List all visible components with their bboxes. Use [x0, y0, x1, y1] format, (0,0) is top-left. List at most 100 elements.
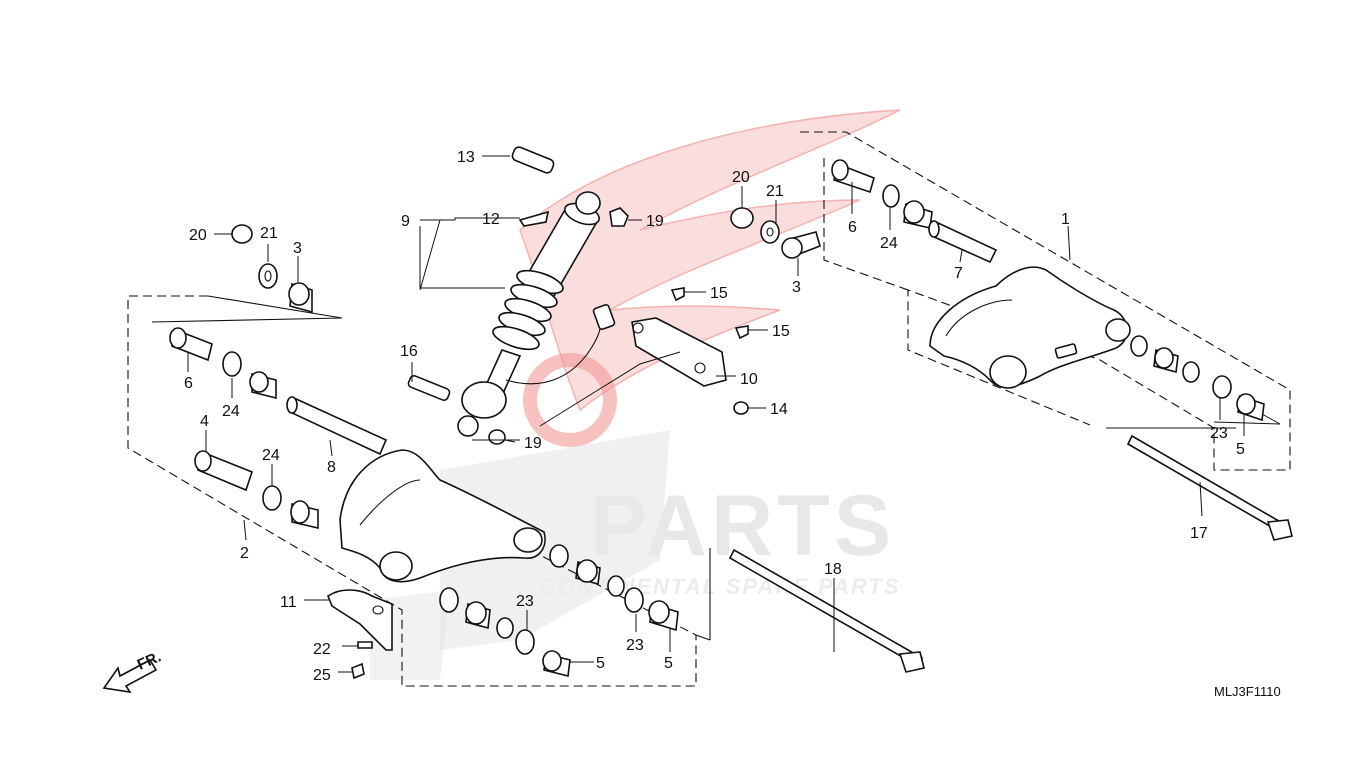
swingarm-right-eye-2	[1105, 318, 1131, 342]
left-hardware	[169, 224, 388, 530]
part-24-seal-right	[882, 184, 900, 208]
frame-left-swingarm	[127, 295, 697, 687]
callout-19a: 19	[646, 213, 664, 230]
callout-5b: 5	[664, 655, 673, 672]
axle-18	[728, 548, 925, 673]
part-8-pivot-collar	[289, 396, 388, 456]
callout-9: 9	[401, 213, 410, 230]
part-20-nut-left	[231, 224, 253, 244]
callout-20a: 20	[189, 227, 207, 244]
right-pivot-stack	[1130, 335, 1265, 422]
shock-clevis	[457, 415, 479, 437]
callout-17: 17	[1190, 525, 1208, 542]
callout-20b: 20	[732, 169, 750, 186]
front-direction: FR.	[102, 648, 164, 694]
part-24-seal-lower-left	[262, 485, 282, 511]
left-pivot-stack	[439, 544, 679, 677]
callout-labels: 1 2 3 3 4 5 5 5 6 6 7 8 9 10 11 12 13 14…	[184, 149, 1245, 684]
part-23-seal-b	[624, 587, 644, 613]
callout-5a: 5	[596, 655, 605, 672]
frame-left-top	[207, 295, 343, 319]
chain-guard	[327, 589, 393, 680]
callout-23b: 23	[626, 637, 644, 654]
callout-1: 1	[1061, 211, 1070, 228]
part-15-screw-a	[670, 287, 685, 302]
part-21-washer-left	[258, 263, 278, 289]
callout-4: 4	[200, 413, 209, 430]
callout-8: 8	[327, 459, 336, 476]
part-16-bolt	[407, 374, 451, 402]
swingarm-left-eye-2	[513, 527, 543, 553]
part-14-nut	[733, 401, 749, 415]
part-17-bolt-head	[1266, 519, 1293, 541]
callout-23a: 23	[516, 593, 534, 610]
leader-lines	[187, 155, 1281, 673]
swingarm-left	[339, 449, 546, 583]
part-19-nut-lower	[488, 429, 506, 445]
part-11-guard	[327, 589, 393, 651]
part-22-clip	[357, 641, 373, 649]
callout-18: 18	[824, 561, 842, 578]
callout-21b: 21	[766, 183, 784, 200]
callout-21a: 21	[260, 225, 278, 242]
frame-left-top-2	[151, 317, 343, 323]
callout-16: 16	[400, 343, 418, 360]
part-23-seal-a	[515, 629, 535, 655]
axle-17	[1126, 434, 1293, 541]
part-1-swingarm	[929, 266, 1128, 388]
right-hardware	[730, 159, 998, 264]
part-20-nut-right	[730, 207, 754, 229]
callout-23c: 23	[1210, 425, 1228, 442]
callout-3a: 3	[293, 240, 302, 257]
callout-14: 14	[770, 401, 788, 418]
swingarm-left-rib	[359, 479, 421, 526]
callout-15b: 15	[772, 323, 790, 340]
callout-7: 7	[954, 265, 963, 282]
part-25-screw	[351, 662, 365, 680]
part-seal-c	[1130, 335, 1148, 357]
swingarm-left-eye	[379, 551, 413, 581]
swingarm-right	[929, 266, 1131, 389]
part-13-bolt	[511, 146, 555, 174]
part-24-seal-upper-left	[222, 351, 242, 377]
swingarm-right-tab	[1054, 343, 1078, 359]
swingarm-right-eye	[989, 355, 1027, 389]
part-23-seal-c	[1212, 375, 1232, 399]
callout-10: 10	[740, 371, 758, 388]
frame-right-swingarm	[800, 131, 1291, 471]
frame-left-tail	[695, 634, 711, 641]
part-circlip-c	[1182, 361, 1200, 383]
watermark-wing-logo	[519, 109, 901, 447]
callout-2: 2	[240, 545, 249, 562]
callout-22: 22	[313, 641, 331, 658]
callout-11: 11	[280, 594, 297, 611]
callout-6b: 6	[848, 219, 857, 236]
part-seal-b	[549, 544, 569, 568]
callout-3b: 3	[792, 279, 801, 296]
shock-spring	[492, 269, 564, 351]
group-frames	[127, 131, 1291, 687]
front-arrow-icon	[102, 658, 158, 694]
shock-sensor-connector	[592, 303, 616, 331]
callout-6a: 6	[184, 375, 193, 392]
shock-lower-eye	[461, 381, 507, 419]
bracket-hole-2	[694, 362, 706, 374]
part-bushing-upper	[575, 191, 601, 215]
callout-24b: 24	[262, 447, 280, 464]
part-19-nut-upper	[609, 207, 629, 227]
part-7-collar	[931, 220, 998, 264]
part-15-screw-b	[734, 325, 749, 340]
part-21-washer-right	[760, 220, 780, 244]
part-circlip-a	[496, 617, 514, 639]
callout-25: 25	[313, 667, 331, 684]
callout-15a: 15	[710, 285, 728, 302]
part-seal-a	[439, 587, 459, 613]
callout-24c: 24	[880, 235, 898, 252]
part-17-bolt	[1126, 434, 1286, 534]
frame-right-inner	[823, 158, 909, 291]
watermark-tagline: CONTINENTAL SPARE PARTS	[540, 574, 901, 599]
callout-24a: 24	[222, 403, 240, 420]
diagram-code: MLJ3F1110	[1214, 684, 1281, 699]
